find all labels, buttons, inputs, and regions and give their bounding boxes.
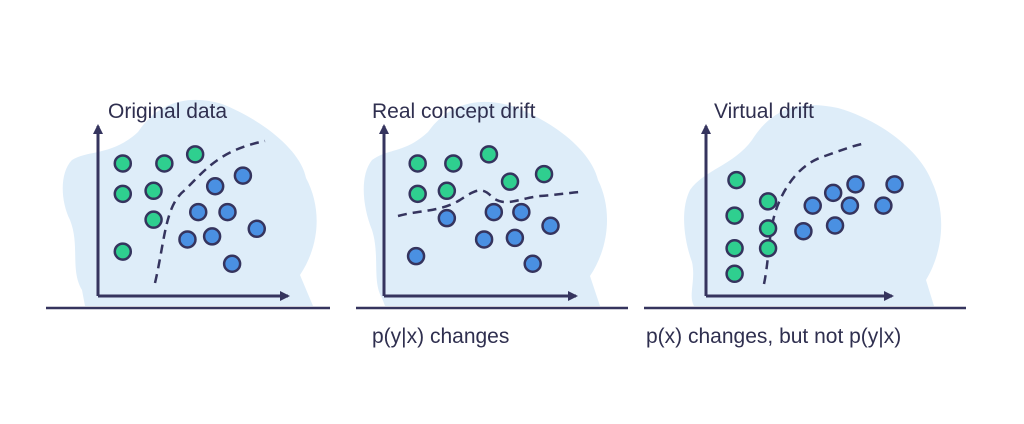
green-data-point <box>725 264 744 284</box>
blue-data-point <box>505 228 525 248</box>
panel-real-concept-drift: Real concept drift p(y|x) changes <box>356 100 628 348</box>
blue-data-point <box>840 196 860 215</box>
blue-data-point <box>406 246 426 266</box>
blue-data-point <box>512 202 531 222</box>
blue-data-point <box>178 230 197 249</box>
blue-data-point <box>437 208 457 228</box>
blue-data-point <box>803 196 822 215</box>
green-data-point <box>437 181 457 201</box>
blue-data-point <box>222 254 242 274</box>
green-data-point <box>144 181 163 201</box>
panel-caption: p(y|x) changes <box>372 325 509 348</box>
panel-original-data: Original data <box>46 99 330 310</box>
blue-data-point <box>484 202 504 222</box>
panel-caption: p(x) changes, but not p(y|x) <box>646 325 901 348</box>
data-region-blob <box>62 99 317 306</box>
blue-data-point <box>874 196 893 215</box>
blue-data-point <box>523 254 542 274</box>
blue-data-point <box>794 221 813 241</box>
green-data-point <box>500 172 520 191</box>
blue-data-point <box>202 227 222 246</box>
green-data-point <box>727 170 746 190</box>
data-points <box>725 170 904 284</box>
blue-data-point <box>846 175 865 194</box>
panel-title: Original data <box>108 100 227 123</box>
blue-data-point <box>218 202 237 222</box>
green-data-point <box>758 192 778 211</box>
green-data-point <box>144 210 163 229</box>
blue-data-point <box>541 216 560 236</box>
data-points <box>406 145 560 274</box>
decision-boundary <box>762 141 867 285</box>
blue-data-point <box>474 230 494 249</box>
panel-title: Real concept drift <box>372 100 536 123</box>
green-data-point <box>185 145 205 164</box>
blue-data-point <box>823 183 843 203</box>
green-data-point <box>758 219 778 238</box>
decision-boundary <box>153 139 266 284</box>
green-data-point <box>408 154 427 173</box>
blue-data-point <box>205 176 225 196</box>
blue-data-point <box>188 202 208 222</box>
blue-data-point <box>885 175 904 194</box>
green-data-point <box>155 154 174 173</box>
data-points <box>113 145 267 274</box>
green-data-point <box>444 154 463 173</box>
blue-data-point <box>233 166 253 185</box>
green-data-point <box>113 154 133 173</box>
green-data-point <box>408 184 427 204</box>
green-data-point <box>479 145 499 164</box>
green-data-point <box>758 238 778 258</box>
panel-virtual-drift: Virtual drift p(x) changes, but not p(y|… <box>644 100 966 348</box>
green-data-point <box>725 206 744 225</box>
data-region-blob <box>363 101 608 306</box>
green-data-point <box>534 164 554 184</box>
blue-data-point <box>247 219 267 239</box>
blue-data-point <box>825 216 845 235</box>
green-data-point <box>725 238 744 258</box>
green-data-point <box>113 242 133 261</box>
panel-title: Virtual drift <box>714 100 814 123</box>
green-data-point <box>113 184 133 204</box>
